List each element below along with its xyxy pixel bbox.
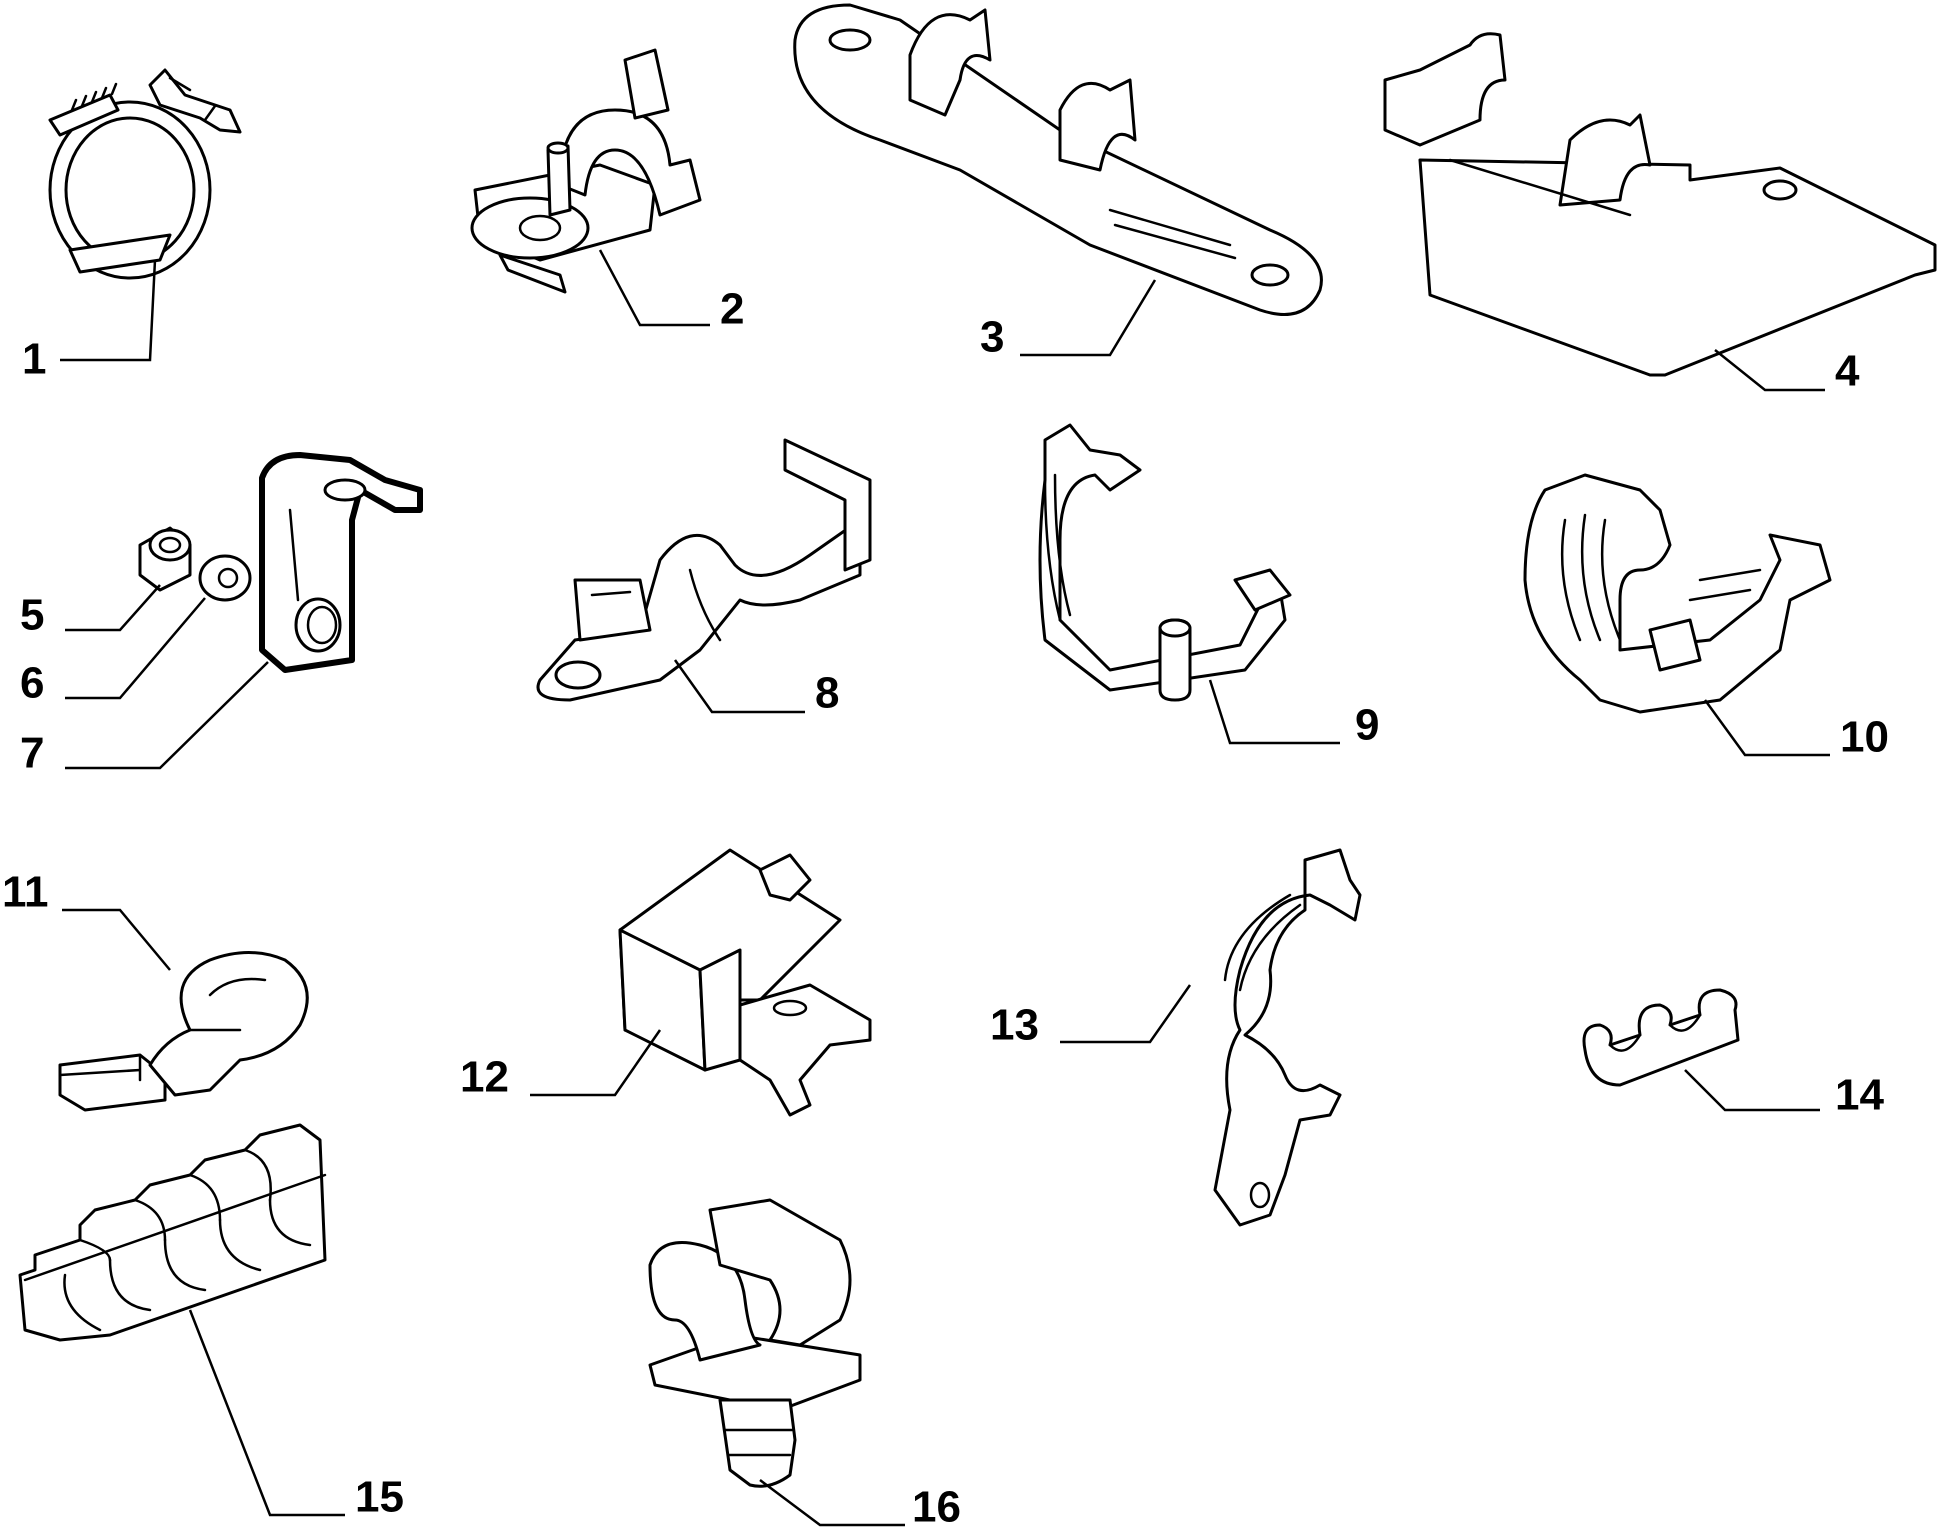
box-bracket-icon xyxy=(618,848,872,1117)
washer-icon xyxy=(198,554,252,602)
curved-strap-clip-icon xyxy=(1213,848,1362,1227)
label-12: 12 xyxy=(460,1053,509,1102)
triple-pipe-clip-icon xyxy=(1582,988,1740,1087)
label-13: 13 xyxy=(990,1001,1039,1050)
push-pin-clip-icon xyxy=(648,1198,862,1488)
part-10[interactable]: 10 xyxy=(1523,473,1889,762)
label-15: 15 xyxy=(355,1473,404,1522)
part-2[interactable]: 2 xyxy=(470,48,744,334)
band-clamp-icon xyxy=(48,68,242,280)
label-5: 5 xyxy=(20,591,44,640)
label-3: 3 xyxy=(980,313,1004,362)
wire-clamp-icon xyxy=(1038,423,1292,702)
part-9[interactable]: 9 xyxy=(1038,423,1379,750)
part-6[interactable]: 6 xyxy=(20,554,252,708)
part-1[interactable]: 1 xyxy=(22,68,242,384)
label-10: 10 xyxy=(1840,713,1889,762)
pipe-clip-with-stud-icon xyxy=(470,48,702,294)
part-15[interactable]: 15 xyxy=(18,1123,404,1522)
label-1: 1 xyxy=(22,335,46,384)
label-11: 11 xyxy=(2,868,49,917)
nut-icon xyxy=(138,526,192,592)
part-14[interactable]: 14 xyxy=(1582,988,1884,1120)
part-12[interactable]: 12 xyxy=(460,848,872,1117)
part-16[interactable]: 16 xyxy=(648,1198,961,1529)
label-6: 6 xyxy=(20,659,44,708)
saddle-clip-icon xyxy=(536,438,872,702)
label-16: 16 xyxy=(912,1483,961,1529)
part-7[interactable]: 7 xyxy=(20,452,423,778)
angle-bracket-icon xyxy=(259,452,423,673)
part-13[interactable]: 13 xyxy=(990,848,1362,1227)
label-8: 8 xyxy=(815,669,839,718)
quad-pipe-holder-icon xyxy=(18,1123,327,1342)
part-8[interactable]: 8 xyxy=(536,438,872,718)
part-3[interactable]: 3 xyxy=(793,3,1323,362)
p-clip-icon xyxy=(58,951,309,1112)
snap-clip-icon xyxy=(1523,473,1832,714)
part-5[interactable]: 5 xyxy=(20,526,192,640)
label-4: 4 xyxy=(1835,347,1860,396)
label-2: 2 xyxy=(720,285,744,334)
double-clip-plate-icon xyxy=(1383,32,1937,377)
label-9: 9 xyxy=(1355,701,1379,750)
label-14: 14 xyxy=(1835,1071,1884,1120)
double-clip-bracket-icon xyxy=(793,3,1323,316)
part-11[interactable]: 11 xyxy=(2,868,309,1112)
part-4[interactable]: 4 xyxy=(1383,32,1937,396)
label-7: 7 xyxy=(20,729,44,778)
